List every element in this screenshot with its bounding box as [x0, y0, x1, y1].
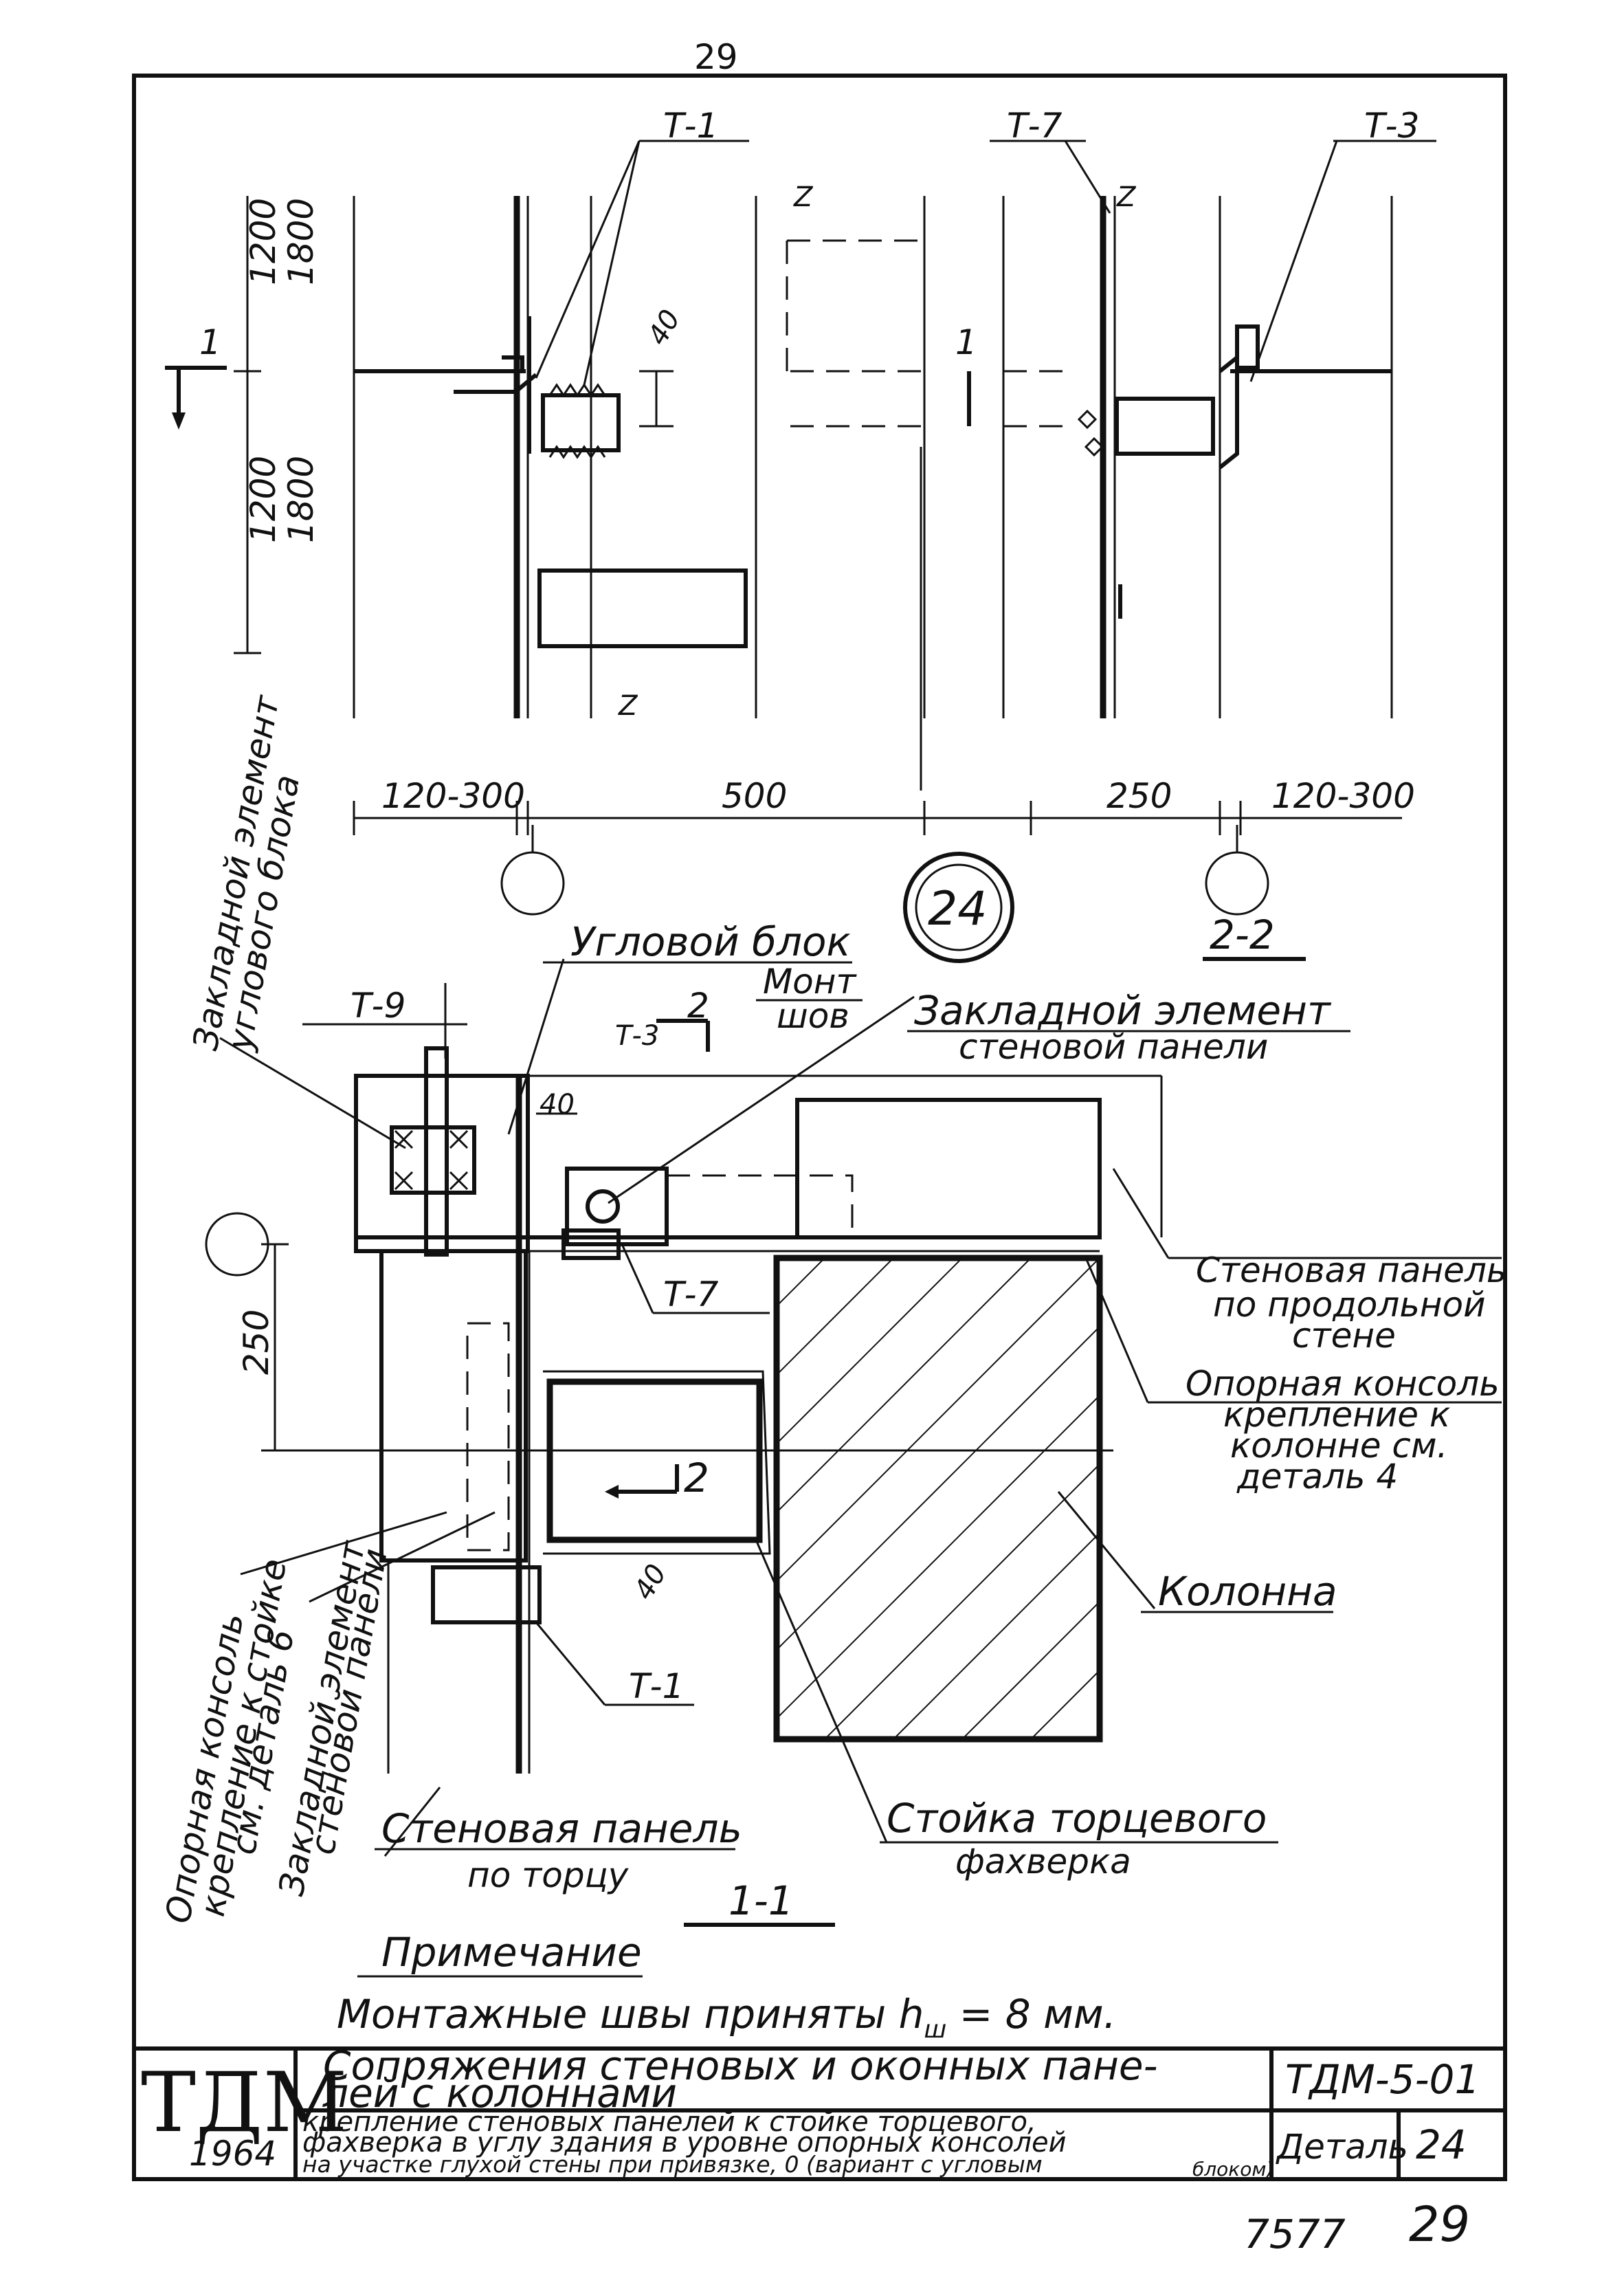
- break-mark: Z: [793, 181, 814, 213]
- note: Примечание Монтажные швы приняты hш = 8 …: [337, 1929, 1116, 2044]
- label-console-3: колонне см.: [1230, 1426, 1447, 1466]
- label-embed-panel-1: Закладной элемент: [914, 987, 1332, 1034]
- dim-250-elev: 250: [1106, 776, 1172, 816]
- doc-code: ТДМ-5-01: [1285, 2056, 1480, 2103]
- label-console-1: Опорная консоль: [1186, 1364, 1500, 1404]
- callout-t1-elev: Т-1: [663, 106, 718, 146]
- dim-40-top: 40: [540, 1089, 575, 1121]
- label-mont-shov-1: Монт: [763, 962, 857, 1002]
- label-mont-shov-2: шов: [777, 996, 849, 1036]
- label-end-panel-2: по торцу: [467, 1855, 630, 1895]
- note-text: Монтажные швы приняты hш = 8 мм.: [337, 1991, 1116, 2044]
- callout-t3-elev: Т-3: [1364, 106, 1419, 146]
- break-mark-3: Z: [1116, 181, 1137, 213]
- page-number-top: 29: [694, 37, 738, 77]
- dim-low-a: 1200: [243, 456, 283, 543]
- end-panel: [379, 1249, 528, 1563]
- longitudinal-panel: [795, 1098, 1102, 1239]
- section-title-2-2: 2-2: [1210, 912, 1275, 958]
- dim-low-b: 1800: [281, 456, 321, 543]
- stamp-tdm: ТДМ: [141, 2055, 347, 2151]
- title-line-1: Сопряжения стеновых и оконных пане-: [323, 2042, 1158, 2089]
- detail-label: Деталь: [1276, 2127, 1408, 2167]
- subtitle-line-3: на участке глухой стены при привязке, 0 …: [302, 2151, 1043, 2178]
- axis-circle-plan: [205, 1212, 269, 1277]
- note-sub: ш: [924, 2016, 946, 2044]
- callout-t1-plan: Т-1: [629, 1666, 684, 1706]
- channel-post: [546, 1378, 763, 1543]
- elevation-view: Z Z Z 1200 1800 1200 1800 40 1 1 120-300…: [165, 106, 1436, 963]
- label-long-panel-3: стене: [1292, 1316, 1396, 1356]
- subtitle-line-4: блоком): [1192, 2158, 1273, 2181]
- page-number-bottom: 29: [1409, 2196, 1470, 2253]
- corner-block: [354, 1074, 530, 1253]
- stamp-year: 1964: [189, 2134, 276, 2174]
- dim-40-bottom: 40: [628, 1559, 673, 1605]
- callout-t7-plan: Т-7: [663, 1274, 719, 1314]
- label-post-2: фахверка: [955, 1842, 1131, 1881]
- dim-gap-40: 40: [642, 305, 687, 351]
- drawing-frame: [132, 74, 1507, 2181]
- detail-number-box: 24: [1416, 2121, 1467, 2168]
- section-title-1-1: 1-1: [728, 1877, 794, 1924]
- subtitle-line-2: фахверка в углу здания в уровне опорных …: [302, 2127, 1067, 2159]
- callout-t3-plan: Т-3: [615, 1020, 659, 1052]
- label-console-4: деталь 4: [1236, 1457, 1398, 1497]
- label-long-panel-2: по продольной: [1213, 1285, 1486, 1325]
- dim-250-plan: 250: [236, 1310, 276, 1375]
- dim-top-a: 1200: [243, 198, 283, 285]
- section-marker-1-mid: 1: [955, 322, 977, 362]
- window-opening: [537, 568, 748, 648]
- dim-120-300-right: 120-300: [1271, 776, 1415, 816]
- label-post-1: Стойка торцевого: [887, 1795, 1267, 1842]
- note-title: Примечание: [381, 1929, 642, 1976]
- dim-500: 500: [722, 776, 787, 816]
- axis-circle-right: [1205, 851, 1269, 916]
- plan-view: 250 40 40 2 2 Угловой блок Т-9 Т-3: [158, 692, 1506, 1927]
- detail-number-circle: [903, 852, 1014, 963]
- callout-t9: Т-9: [351, 986, 405, 1026]
- section-marker-1: 1: [199, 322, 221, 362]
- label-console-2: крепление к: [1223, 1395, 1450, 1435]
- axis-circle-left: [500, 851, 565, 916]
- section2-top: 2: [687, 986, 709, 1026]
- dim-top-b: 1800: [281, 198, 321, 285]
- column: [773, 1255, 1103, 1743]
- section2-bottom: 2: [684, 1455, 709, 1501]
- title-block: ТДМ 1964 Сопряжения стеновых и оконных п…: [134, 2042, 1505, 2181]
- title-line-2: лей с колоннами: [322, 2070, 677, 2117]
- dim-120-300-left: 120-300: [381, 776, 525, 816]
- label-column: Колонна: [1158, 1568, 1337, 1615]
- inventory-number: 7577: [1244, 2211, 1346, 2258]
- break-mark-2: Z: [618, 690, 638, 722]
- label-embed-panel-2: стеновой панели: [959, 1027, 1268, 1067]
- label-corner-block: Угловой блок: [570, 918, 851, 965]
- note-tail: = 8 мм.: [946, 1991, 1116, 2038]
- detail-number: 24: [928, 882, 988, 936]
- callout-t7-elev: Т-7: [1007, 106, 1063, 146]
- label-end-panel-1: Стеновая панель: [381, 1805, 742, 1852]
- subtitle-line-1: крепление стеновых панелей к стойке торц…: [302, 2106, 1036, 2138]
